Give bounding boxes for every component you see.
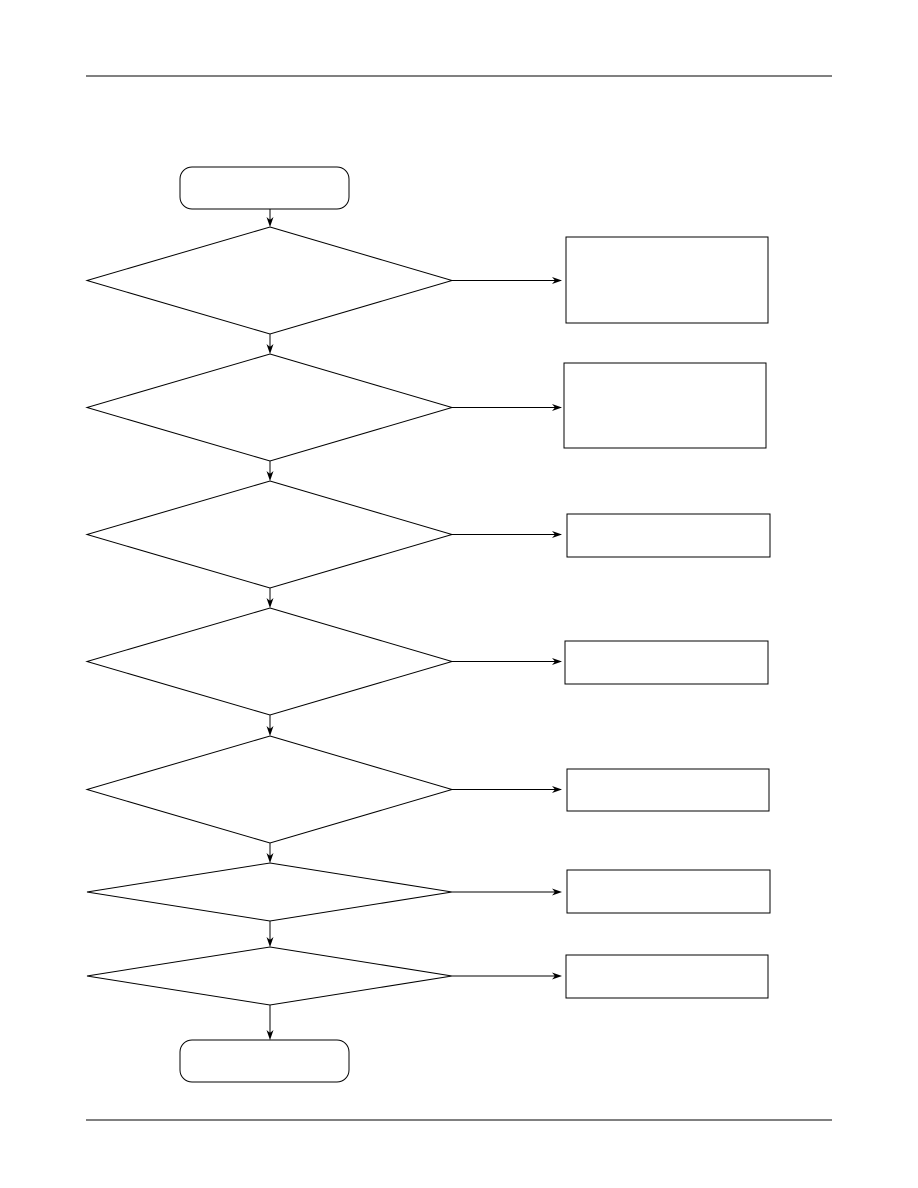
flow-arrow-branch (452, 404, 562, 411)
action-box (565, 954, 769, 999)
decision-diamond (85, 480, 454, 589)
action-box (565, 236, 769, 324)
action-box (564, 640, 769, 685)
flow-arrow-down (266, 588, 274, 608)
flow-arrow-down (266, 843, 274, 863)
decision-steps (85, 209, 771, 1040)
flow-arrow-down (266, 461, 274, 481)
start-terminator (179, 166, 350, 210)
action-box (563, 362, 767, 449)
flow-arrow-down (266, 334, 274, 354)
decision-diamond (85, 226, 454, 335)
flow-arrow-branch (452, 658, 562, 665)
decision-diamond (86, 946, 453, 1006)
flow-arrow-branch (452, 531, 562, 538)
end-terminator (179, 1039, 350, 1083)
decision-diamond (85, 735, 454, 844)
flow-arrow-down (266, 1005, 274, 1040)
flow-arrow-start (266, 209, 274, 227)
flow-arrow-branch (452, 888, 562, 896)
flow-arrow-branch (452, 277, 562, 284)
flow-arrow-down (266, 715, 274, 736)
flow-arrow-branch (452, 972, 562, 980)
action-box (566, 513, 771, 558)
decision-diamond (85, 607, 454, 716)
flow-arrow-down (266, 921, 274, 947)
action-box (566, 869, 771, 914)
action-box (566, 768, 770, 812)
flow-arrow-branch (452, 786, 562, 793)
decision-diamond (86, 862, 453, 922)
decision-diamond (85, 353, 454, 462)
